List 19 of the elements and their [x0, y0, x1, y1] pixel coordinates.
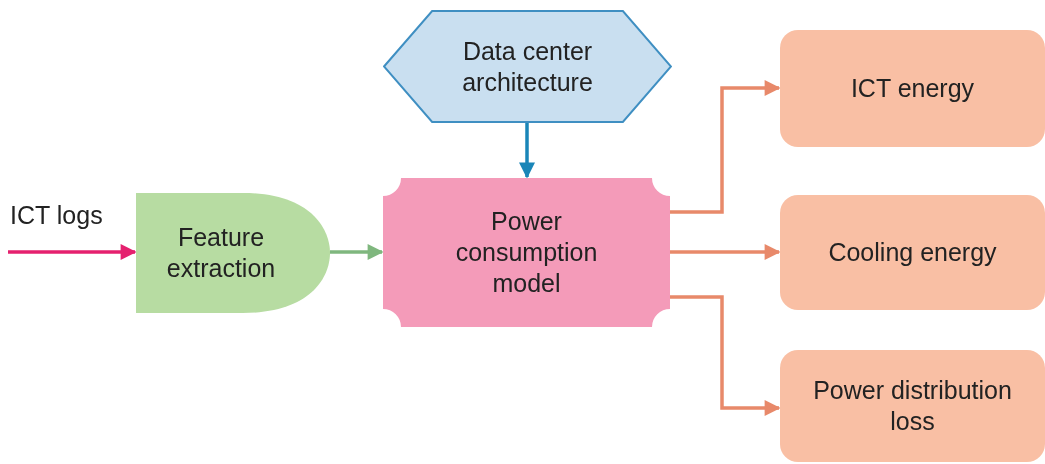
- node-label: Feature extraction: [165, 222, 277, 284]
- arrow: [8, 244, 137, 260]
- node-label: Power consumption model: [454, 206, 599, 299]
- process-shape: [383, 178, 670, 327]
- node-label: ICT energy: [849, 73, 976, 104]
- output-box: [780, 195, 1045, 310]
- arrow: [670, 295, 781, 416]
- arrow: [330, 244, 384, 260]
- arrow: [670, 244, 781, 260]
- arrow: [519, 123, 535, 179]
- node-label: Data center architecture: [461, 35, 594, 98]
- arrow: [670, 80, 781, 214]
- process-shape: [136, 193, 330, 313]
- node-label: Power distribution loss: [812, 375, 1013, 437]
- output-box: [780, 350, 1045, 462]
- node-label: Cooling energy: [827, 237, 998, 268]
- input-label: ICT logs: [10, 200, 103, 231]
- hexagon-shape: [383, 10, 672, 123]
- output-box: [780, 30, 1045, 147]
